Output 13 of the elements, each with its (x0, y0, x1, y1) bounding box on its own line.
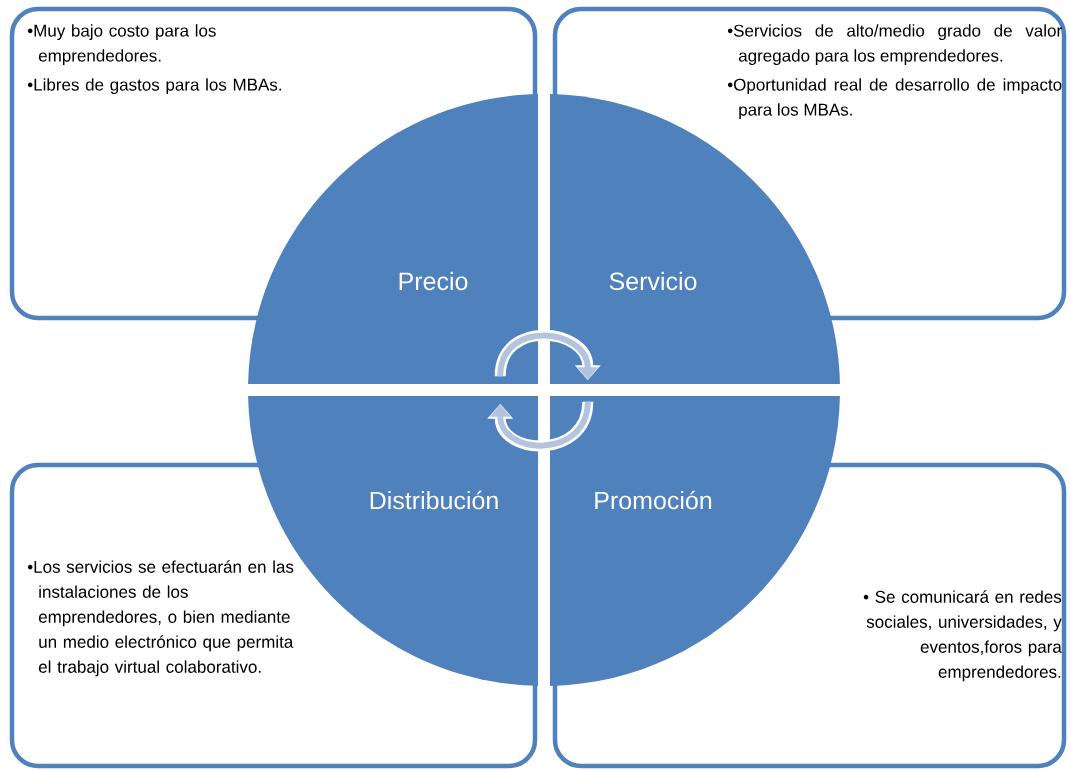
pie-quadrant (248, 94, 538, 384)
pie-quadrant (550, 396, 840, 686)
bullet-text: •Oportunidad real de desarrollo de impacto para los MBAs. (727, 78, 1062, 120)
quadrant-label: Promoción (595, 490, 712, 510)
quadrant-label: Distribución (370, 490, 498, 510)
bullet-text: •Servicios de alto/medio grado de valor agregado para los emprendedores. (727, 24, 1062, 66)
quadrant-label: Precio (399, 271, 468, 291)
bullet-text: •Libres de gastos para los MBAs. (27, 78, 281, 95)
quadrant-label: Servicio (609, 271, 697, 291)
bullet-text: • Se comunicará en redes sociales, universidades, y eventos,foros para emprendedores. (863, 590, 1062, 682)
bullet-text: •Muy bajo costo para los emprendedores. (27, 24, 216, 66)
bullet-text: •Los servicios se efectuarán en las instalaciones de los emprendedores, o bien mediante un medio electrónico que permita el trabajo virtual colaborativo. (27, 560, 294, 677)
cycle-arrow (487, 401, 594, 452)
